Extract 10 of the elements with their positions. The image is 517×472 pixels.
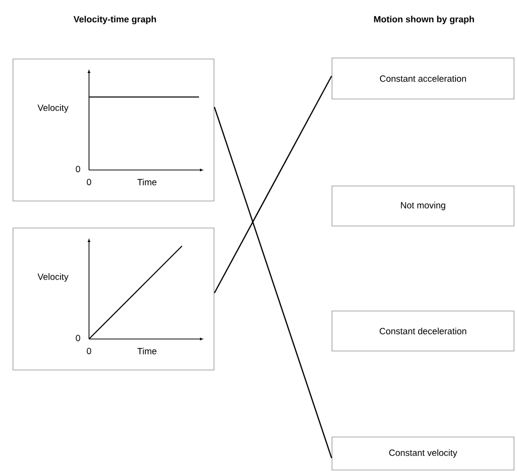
graph-panel: Velocity 0 0 Time: [12, 58, 214, 202]
graph-panel: Velocity 0 0 Time: [12, 228, 214, 370]
column-heading: Motion shown by graph: [374, 16, 474, 24]
column-heading: Velocity-time graph: [74, 16, 156, 24]
matching-line: [214, 106, 332, 458]
answer-box: Constant deceleration: [332, 310, 514, 352]
answer-box: Not moving: [332, 186, 514, 226]
matching-line: [214, 76, 332, 294]
answer-box: Constant acceleration: [332, 58, 514, 100]
answer-box: Constant velocity: [332, 436, 514, 470]
